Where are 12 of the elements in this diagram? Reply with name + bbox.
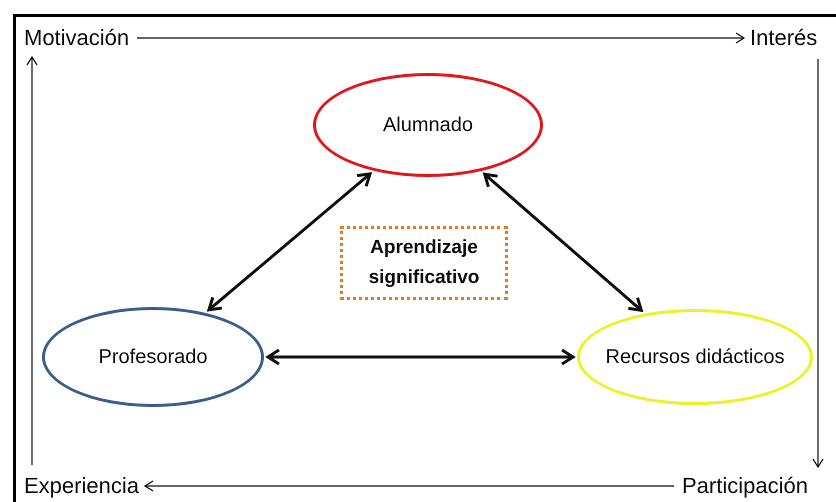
double-arrow bbox=[266, 348, 574, 366]
double-arrow bbox=[483, 172, 643, 312]
node-label: Aprendizaje significativo bbox=[368, 236, 480, 290]
node-label: Profesorado bbox=[98, 346, 208, 368]
arrow bbox=[812, 59, 824, 468]
node-label: Recursos didácticos bbox=[606, 346, 784, 368]
dotted-box bbox=[340, 226, 508, 300]
double-arrow bbox=[207, 172, 372, 312]
arrow bbox=[144, 480, 674, 492]
arrow bbox=[26, 56, 38, 465]
arrow bbox=[137, 32, 745, 44]
node-label: Alumnado bbox=[382, 114, 474, 136]
